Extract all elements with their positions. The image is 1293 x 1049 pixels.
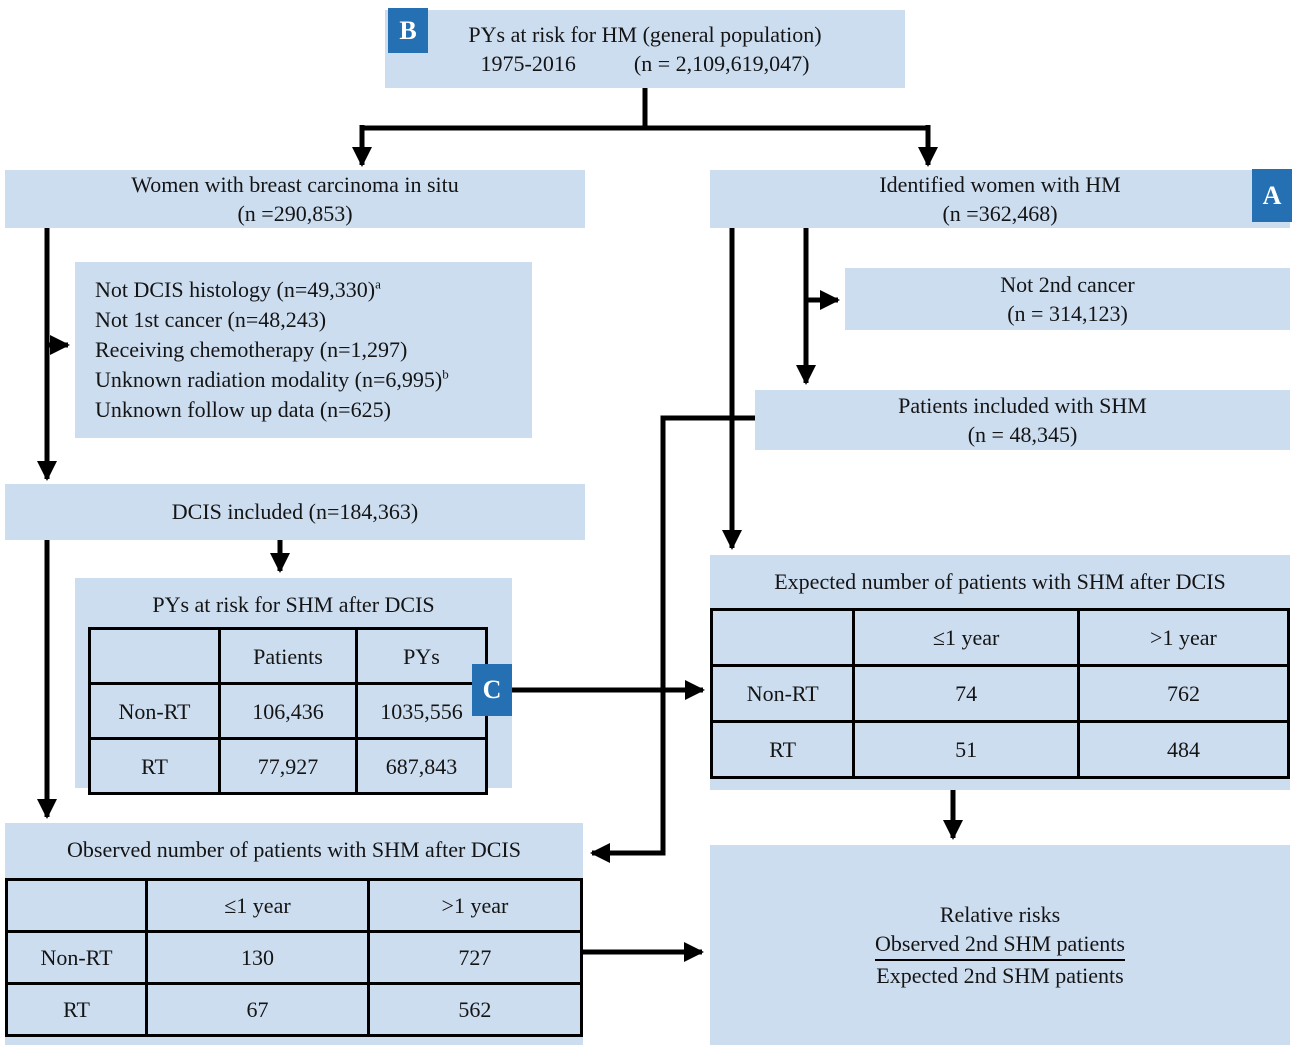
table-row: RT 51 484 [709, 720, 1291, 780]
row-label: Non-RT [4, 930, 149, 986]
table-row: Non-RT 106,436 1035,556 [88, 682, 488, 741]
box-observed-shm: Observed number of patients with SHM aft… [4, 823, 584, 1045]
table-cell: 762 [1076, 664, 1291, 724]
box-pys-general-population: PYs at risk for HM (general population) … [385, 10, 905, 88]
exclusion-item: Not 1st cancer (n=48,243) [95, 307, 327, 332]
badge-b: B [388, 8, 428, 53]
pys-risk-table: Patients PYs Non-RT 106,436 1035,556 RT … [88, 627, 488, 796]
box-line: DCIS included (n=184,363) [171, 499, 419, 525]
badge-c: C [472, 664, 512, 716]
box-line: Patients included with SHM [898, 392, 1147, 418]
period-text: 1975-2016 [480, 51, 576, 76]
box-patients-included-shm: Patients included with SHM (n = 48,345) [755, 390, 1290, 450]
row-label: RT [709, 720, 856, 780]
box-not-2nd-cancer: Not 2nd cancer (n = 314,123) [845, 268, 1290, 330]
box-line: Not 2nd cancer [1000, 271, 1135, 297]
row-label: Non-RT [88, 682, 221, 741]
table-cell: 727 [366, 930, 584, 986]
table-cell: 687,843 [355, 737, 488, 796]
expected-table: ≤1 year >1 year Non-RT 74 762 RT 51 484 [709, 608, 1291, 780]
table-cell: >1 year [1076, 608, 1291, 668]
exclusion-item: Unknown radiation modality (n=6,995)b [95, 366, 449, 392]
table-cell: ≤1 year [145, 878, 370, 934]
badge-a: A [1252, 169, 1292, 222]
footnote-marker: a [375, 276, 381, 292]
row-label: RT [4, 982, 149, 1038]
exclusion-item: Unknown follow up data (n=625) [95, 397, 391, 422]
table-title: PYs at risk for SHM after DCIS [152, 592, 435, 617]
footnote-marker: b [442, 366, 449, 382]
table-cell: >1 year [366, 878, 584, 934]
box-line: Identified women with HM [879, 171, 1121, 197]
row-label: RT [88, 737, 221, 796]
table-cell: Patients [218, 627, 358, 686]
table-header-row: ≤1 year >1 year [709, 608, 1291, 668]
box-line: (n =290,853) [237, 201, 353, 226]
relative-risks-title: Relative risks [939, 901, 1061, 927]
table-cell [88, 627, 221, 686]
box-expected-shm: Expected number of patients with SHM aft… [709, 555, 1291, 790]
box-line: (n = 48,345) [967, 422, 1078, 447]
box-line: Women with breast carcinoma in situ [131, 171, 459, 197]
table-cell: 77,927 [218, 737, 358, 796]
arrow-patients-to-observed [590, 415, 757, 863]
box-dcis-included: DCIS included (n=184,363) [5, 484, 585, 540]
box-line: PYs at risk for HM (general population) [468, 21, 822, 47]
observed-table: ≤1 year >1 year Non-RT 130 727 RT 67 562 [4, 878, 584, 1038]
exclusion-item: Receiving chemotherapy (n=1,297) [95, 337, 408, 362]
table-row: Non-RT 74 762 [709, 664, 1291, 724]
table-cell: 51 [852, 720, 1080, 780]
exclusion-item: Not DCIS histology (n=49,330)a [95, 276, 381, 302]
box-exclusions: Not DCIS histology (n=49,330)a Not 1st c… [75, 262, 532, 438]
table-cell [709, 608, 856, 668]
table-header-row: Patients PYs [88, 627, 488, 686]
box-line: (n = 314,123) [1007, 301, 1128, 326]
table-title: Observed number of patients with SHM aft… [67, 837, 521, 862]
table-cell: 1035,556 [355, 682, 488, 741]
table-cell: ≤1 year [852, 608, 1080, 668]
table-cell [4, 878, 149, 934]
box-line: 1975-2016 (n = 2,109,619,047) [481, 49, 810, 78]
table-header-row: ≤1 year >1 year [4, 878, 584, 934]
box-relative-risks: Relative risks Observed 2nd SHM patients… [710, 845, 1290, 1045]
table-row: RT 77,927 687,843 [88, 737, 488, 796]
table-cell: 562 [366, 982, 584, 1038]
row-label: Non-RT [709, 664, 856, 724]
table-cell: 74 [852, 664, 1080, 724]
fraction-numerator: Observed 2nd SHM patients [875, 929, 1125, 962]
fraction-denominator: Expected 2nd SHM patients [876, 963, 1124, 989]
box-pys-risk-after-dcis: PYs at risk for SHM after DCIS Patients … [75, 578, 512, 796]
table-row: Non-RT 130 727 [4, 930, 584, 986]
table-row: RT 67 562 [4, 982, 584, 1038]
box-women-carcinoma-in-situ: Women with breast carcinoma in situ (n =… [5, 170, 585, 228]
table-cell: 130 [145, 930, 370, 986]
table-title: Expected number of patients with SHM aft… [774, 569, 1226, 594]
table-cell: 67 [145, 982, 370, 1038]
n-text: (n = 2,109,619,047) [633, 51, 810, 76]
table-cell: 484 [1076, 720, 1291, 780]
box-identified-women-hm: Identified women with HM (n =362,468) [710, 170, 1290, 228]
box-line: (n =362,468) [942, 201, 1058, 226]
table-cell: PYs [355, 627, 488, 686]
table-cell: 106,436 [218, 682, 358, 741]
top-split-line [362, 88, 928, 131]
